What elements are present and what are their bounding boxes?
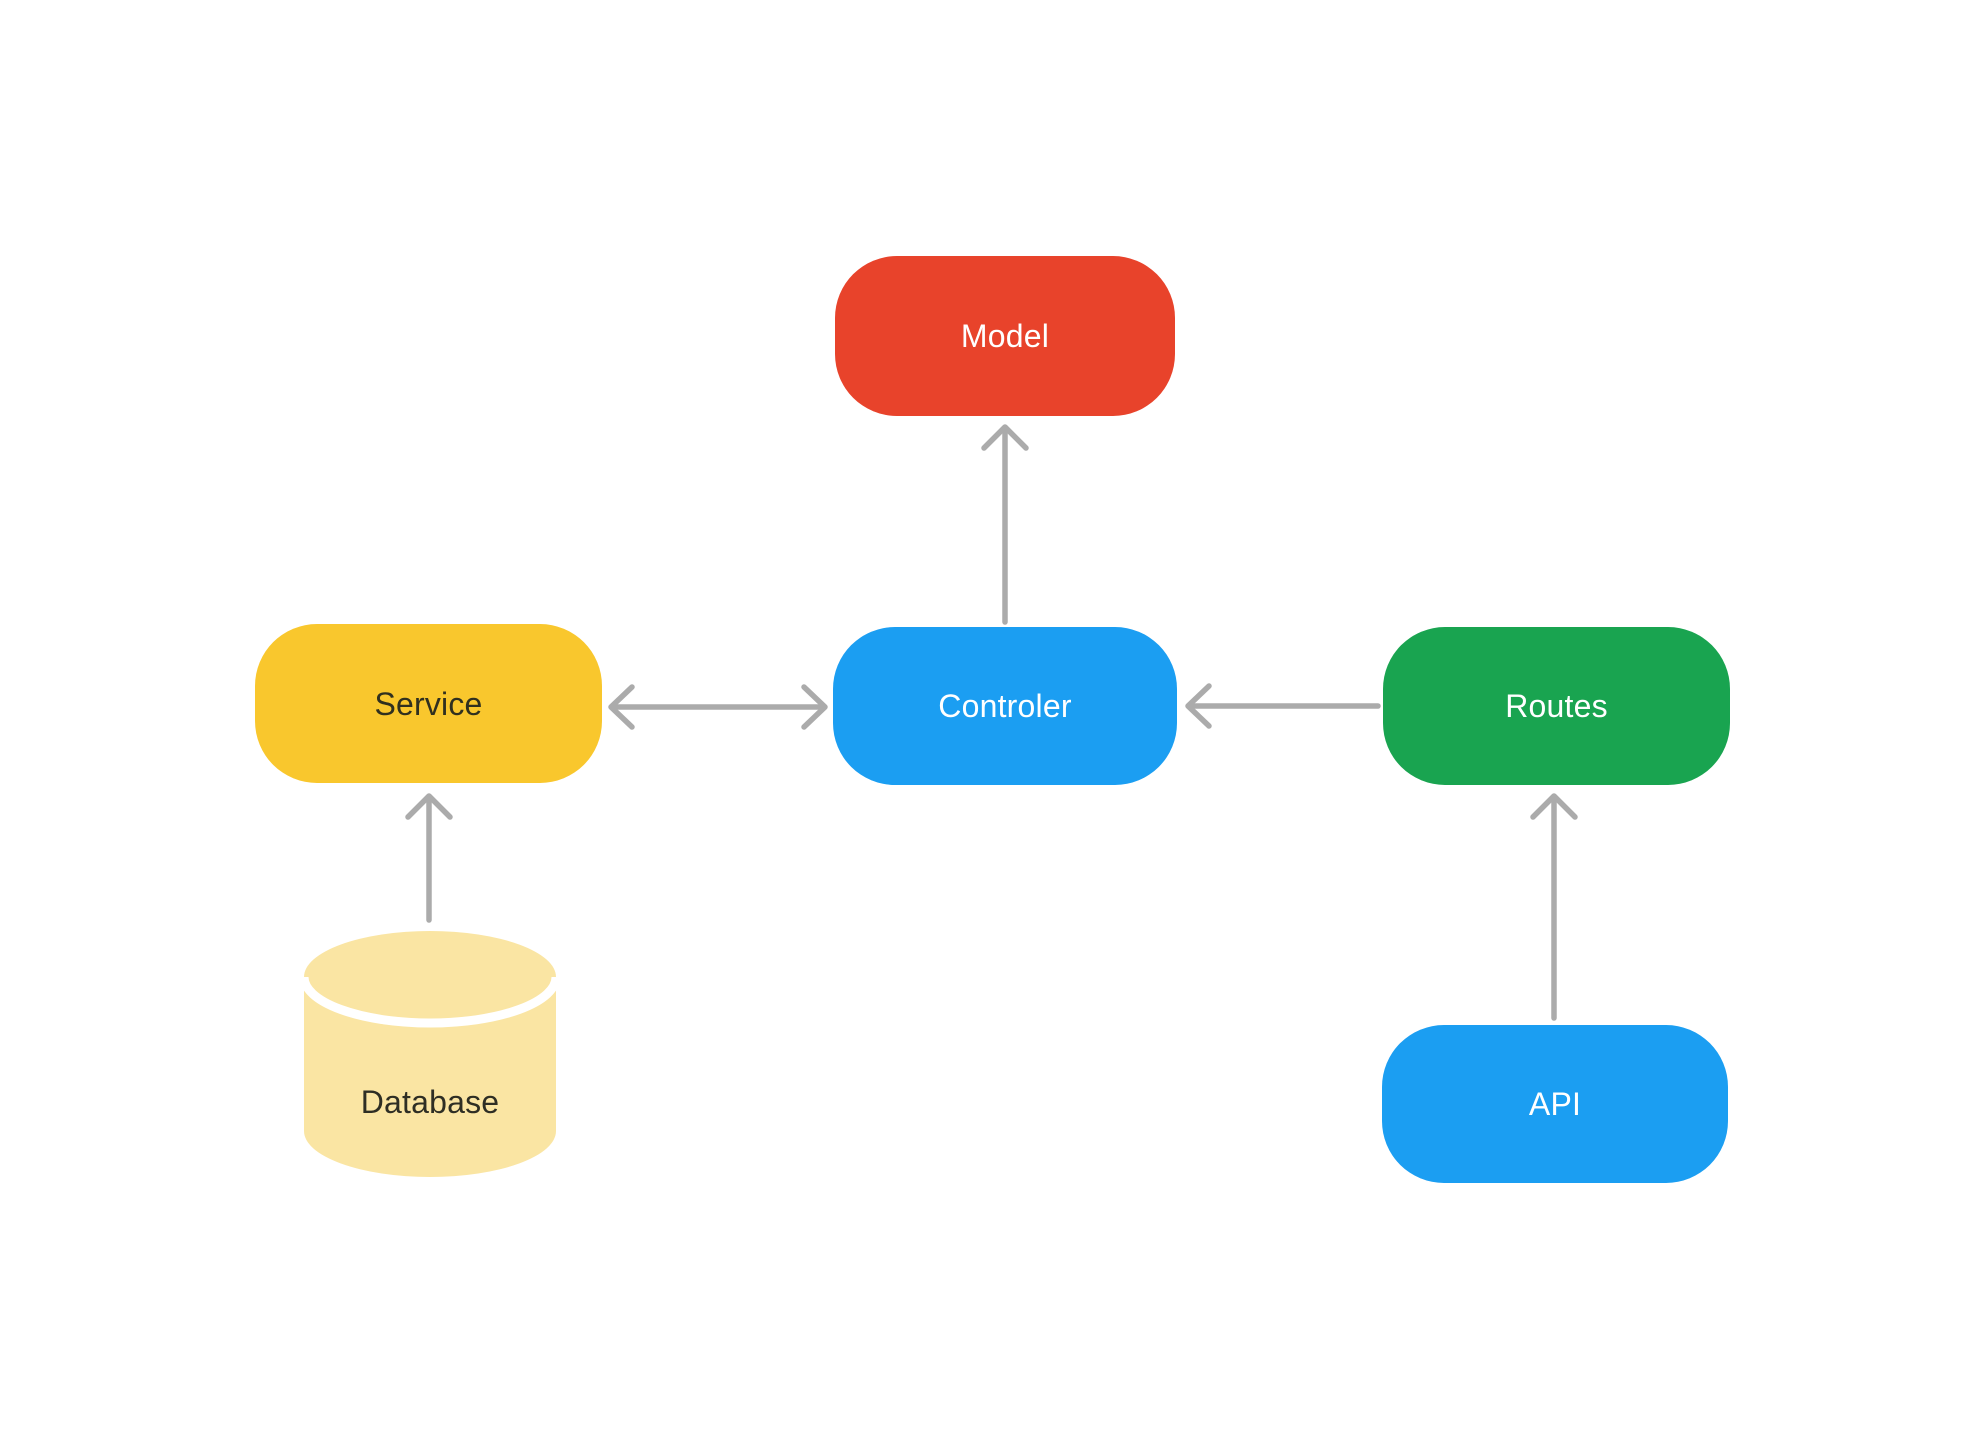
edge-controler-to-model[interactable] [981, 424, 1029, 625]
edge-service-controler-bidirectional[interactable] [608, 684, 828, 730]
database-cylinder-icon [304, 931, 556, 1177]
node-service-label: Service [374, 685, 483, 722]
node-database-label: Database [360, 1083, 500, 1120]
node-api[interactable]: API [1382, 1025, 1728, 1183]
arrowhead-left-icon [1185, 683, 1212, 729]
node-controler-label: Controler [938, 688, 1072, 724]
edge-database-to-service[interactable] [405, 793, 453, 923]
edge-routes-to-controler[interactable] [1185, 683, 1381, 729]
arrowhead-up-icon [405, 793, 453, 820]
node-controler[interactable]: Controler [833, 627, 1177, 785]
node-routes[interactable]: Routes [1383, 627, 1730, 785]
arrowhead-left-icon [608, 684, 635, 730]
node-model-label: Model [960, 318, 1050, 354]
node-model[interactable]: Model [835, 256, 1175, 416]
arrowhead-up-icon [981, 424, 1029, 451]
node-service[interactable]: Service [255, 624, 602, 783]
arrowhead-up-icon [1530, 793, 1578, 820]
node-api-label: API [1528, 1086, 1582, 1122]
node-routes-label: Routes [1505, 688, 1608, 724]
node-database[interactable]: Database [304, 931, 556, 1179]
edge-api-to-routes[interactable] [1530, 793, 1578, 1021]
arrowhead-right-icon [801, 684, 828, 730]
